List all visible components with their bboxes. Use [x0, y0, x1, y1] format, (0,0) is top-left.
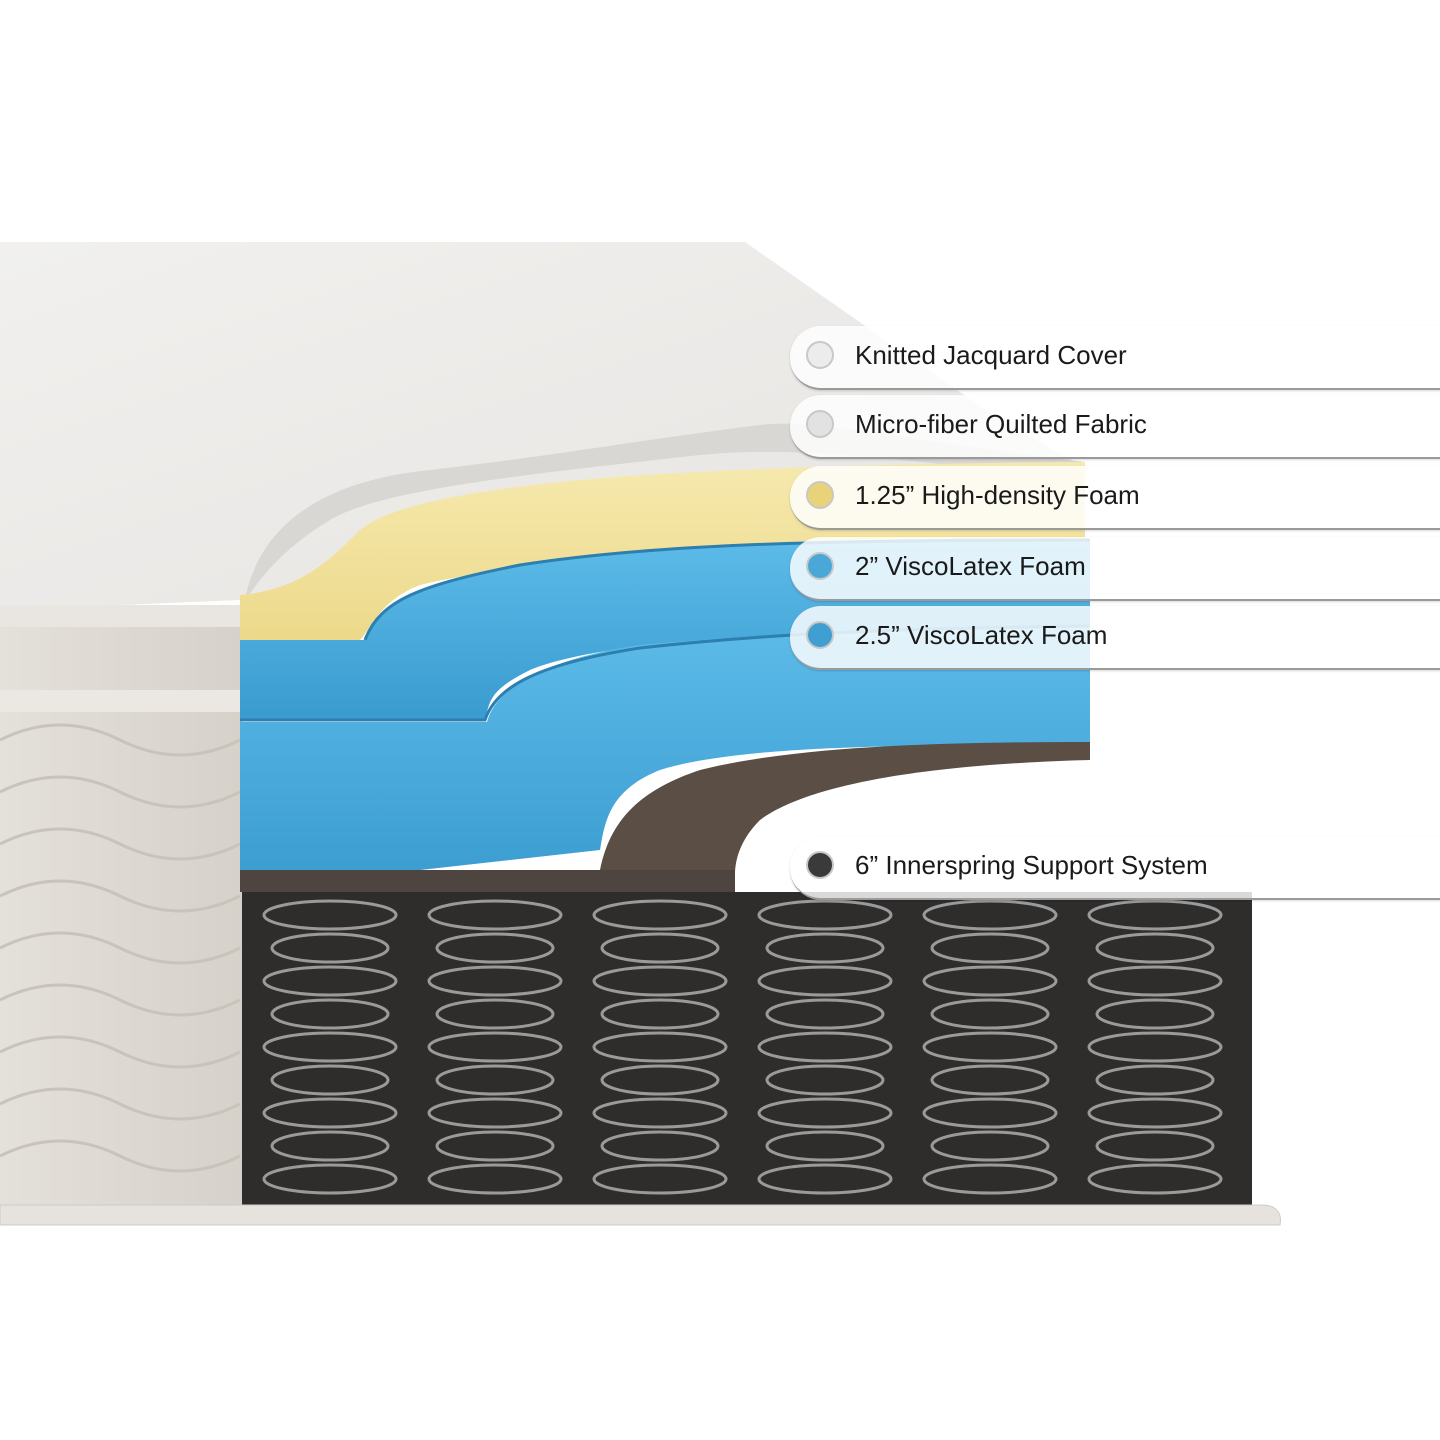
- spring-coil: [592, 1031, 728, 1063]
- spring-coil: [262, 899, 398, 931]
- spring-coil: [435, 1130, 555, 1162]
- innerspring-background: [242, 892, 1252, 1207]
- side-border-trim: [0, 605, 242, 627]
- foam-swatch-icon: [806, 552, 834, 580]
- layer-label-text: 6” Innerspring Support System: [855, 850, 1208, 880]
- quilt-stitch: [0, 1035, 241, 1069]
- spring-coil: [765, 932, 885, 964]
- spring-coil: [262, 1097, 398, 1129]
- spring-coil: [262, 965, 398, 997]
- quilt-stitch: [0, 827, 241, 861]
- spring-coil: [757, 1097, 893, 1129]
- spring-coil: [922, 1031, 1058, 1063]
- layer-label-5: 6” Innerspring Support System: [790, 836, 1440, 900]
- cover-swatch-icon: [806, 341, 834, 369]
- quilt-stitch: [0, 775, 241, 809]
- spring-coil: [757, 965, 893, 997]
- quilt-stitch: [0, 1087, 241, 1121]
- foam-swatch-icon: [806, 481, 834, 509]
- spring-coil: [592, 899, 728, 931]
- layer-label-3: 2” ViscoLatex Foam: [790, 537, 1440, 601]
- layer-label-2: 1.25” High-density Foam: [790, 466, 1440, 530]
- spring-coil: [1087, 965, 1223, 997]
- spring-coil: [600, 932, 720, 964]
- foam-swatch-icon: [806, 621, 834, 649]
- spring-coil: [270, 932, 390, 964]
- spring-coil: [270, 1064, 390, 1096]
- spring-coil: [1087, 899, 1223, 931]
- spring-coil: [435, 932, 555, 964]
- spring-coil: [1087, 1031, 1223, 1063]
- spring-coil: [435, 1064, 555, 1096]
- spring-coil: [1087, 1097, 1223, 1129]
- spring-coil: [592, 1163, 728, 1195]
- spring-coil: [930, 998, 1050, 1030]
- viscolatex-foam-2-5in: [240, 627, 1090, 890]
- spring-coil: [922, 899, 1058, 931]
- spring-coil: [922, 1163, 1058, 1195]
- spring-coil: [600, 1130, 720, 1162]
- quilt-stitch: [0, 931, 241, 965]
- spring-coil: [600, 1064, 720, 1096]
- spring-coil: [1095, 932, 1215, 964]
- coil-springs: [262, 899, 1223, 1195]
- spring-coil: [1087, 1163, 1223, 1195]
- spring-coil: [765, 1064, 885, 1096]
- mattress-base-border: [0, 1204, 1281, 1226]
- quilt-stitch: [0, 723, 241, 757]
- spring-swatch-icon: [806, 851, 834, 879]
- spring-coil: [262, 1031, 398, 1063]
- spring-coil: [262, 1163, 398, 1195]
- spring-coil: [930, 1064, 1050, 1096]
- spring-coil: [922, 1097, 1058, 1129]
- quilt-stitch: [0, 1139, 241, 1173]
- spring-coil: [757, 1031, 893, 1063]
- spring-coil: [1095, 1064, 1215, 1096]
- felt-insulator-layer: [600, 742, 1090, 875]
- spring-coil: [922, 965, 1058, 997]
- layer-label-0: Knitted Jacquard Cover: [790, 326, 1440, 390]
- spring-coil: [765, 1130, 885, 1162]
- spring-coil: [765, 998, 885, 1030]
- layer-label-1: Micro-fiber Quilted Fabric: [790, 395, 1440, 459]
- spring-coil: [1095, 1130, 1215, 1162]
- spring-coil: [600, 998, 720, 1030]
- layer-label-4: 2.5” ViscoLatex Foam: [790, 606, 1440, 670]
- spring-coil: [930, 932, 1050, 964]
- spring-coil: [1095, 998, 1215, 1030]
- side-quilt-pattern: [0, 723, 241, 1173]
- side-border-trim: [0, 690, 242, 712]
- spring-coil: [930, 1130, 1050, 1162]
- spring-coil: [592, 1097, 728, 1129]
- quilt-stitch: [0, 983, 241, 1017]
- quilt-stitch: [0, 879, 241, 913]
- layer-label-text: 2.5” ViscoLatex Foam: [855, 620, 1108, 650]
- spring-coil: [435, 998, 555, 1030]
- layer-label-text: 2” ViscoLatex Foam: [855, 551, 1086, 581]
- layer-label-text: Micro-fiber Quilted Fabric: [855, 409, 1147, 439]
- spring-coil: [592, 965, 728, 997]
- fabric-swatch-icon: [806, 410, 834, 438]
- spring-coil: [427, 965, 563, 997]
- spring-coil: [757, 1163, 893, 1195]
- layer-label-text: 1.25” High-density Foam: [855, 480, 1140, 510]
- layer-label-text: Knitted Jacquard Cover: [855, 340, 1127, 370]
- quilted-fabric-wave: [245, 423, 1085, 600]
- spring-coil: [270, 1130, 390, 1162]
- spring-coil: [427, 1031, 563, 1063]
- spring-coil: [427, 1097, 563, 1129]
- spring-coil: [270, 998, 390, 1030]
- spring-coil: [757, 899, 893, 931]
- spring-coil: [427, 1163, 563, 1195]
- spring-coil: [427, 899, 563, 931]
